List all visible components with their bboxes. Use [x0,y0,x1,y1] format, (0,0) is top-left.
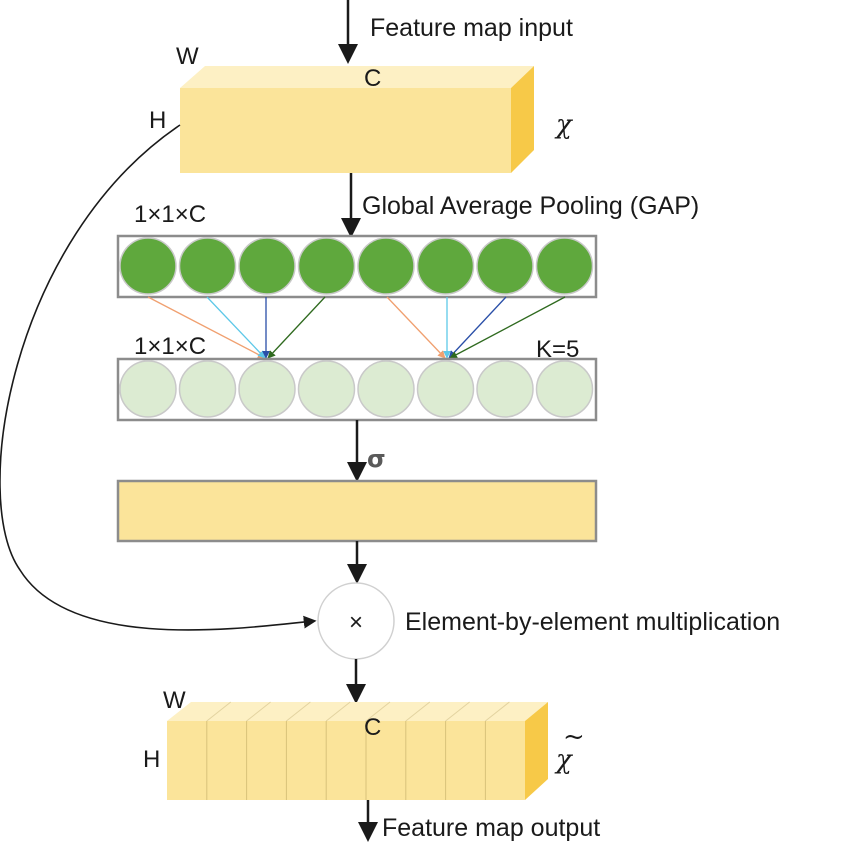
channel-divider-top [485,701,510,722]
conv-circle [178,360,237,418]
input-feature-block [180,66,534,173]
kernel-line-right-3 [448,296,507,359]
kernel-connections [147,296,566,359]
gap-circle [178,237,237,295]
channel-divider-top [445,701,470,722]
conv-circle [357,360,415,418]
gap-circle [357,237,415,295]
gap-vector-circles [119,237,594,295]
output-chi-symbol: 𝜒 [554,745,574,775]
output-h-label: H [143,746,160,773]
channel-divider-top [325,701,351,722]
output-block-top [167,702,548,721]
input-block-top [180,66,534,88]
gap-label: Global Average Pooling (GAP) [362,192,699,220]
conv-vector-circles [119,360,594,418]
conv-circle [238,360,296,418]
gap-circle [297,237,356,295]
multiply-symbol: × [349,609,363,636]
output-block-front [167,721,525,800]
input-label: Feature map input [370,14,573,42]
channel-divider-top [365,701,391,722]
kernel-line-right-4 [449,296,566,359]
conv-circle [535,360,594,418]
input-c-label: C [364,65,381,92]
multiply-label: Element-by-element multiplication [405,608,780,636]
gap-dim-label: 1×1×C [134,201,206,228]
input-chi-symbol: 𝜒 [554,110,574,140]
channel-divider-top [405,701,431,722]
conv-dim-label: 1×1×C [134,333,206,360]
gap-circle [416,237,475,295]
input-block-front [180,88,511,173]
input-h-label: H [149,107,166,134]
kernel-line-right-1 [386,296,446,359]
sigma-label: σ [367,445,386,473]
kernel-line-left-4 [267,296,326,359]
output-feature-block [167,701,548,800]
channel-divider-top [286,701,311,722]
conv-circle [297,360,356,418]
input-w-label: W [176,43,199,70]
gap-circle [119,237,177,295]
output-chi-tilde: ~ [563,722,585,752]
kernel-line-left-1 [147,296,266,359]
attention-weights-bar [116,479,598,543]
channel-divider-top [246,701,271,722]
kernel-line-left-2 [206,296,266,359]
output-c-label: C [364,714,381,741]
output-channel-dividers [206,701,510,800]
input-block-side [511,66,534,173]
gap-circle [476,237,534,295]
gap-circle [238,237,296,295]
conv-circle [416,360,475,418]
channel-divider-top [206,701,232,722]
output-block-side [525,702,548,800]
conv-circle [476,360,534,418]
skip-connection-curve [0,124,317,631]
output-label: Feature map output [382,814,600,842]
output-w-label: W [163,687,186,714]
gap-circle [535,237,594,295]
conv-circle [119,360,177,418]
